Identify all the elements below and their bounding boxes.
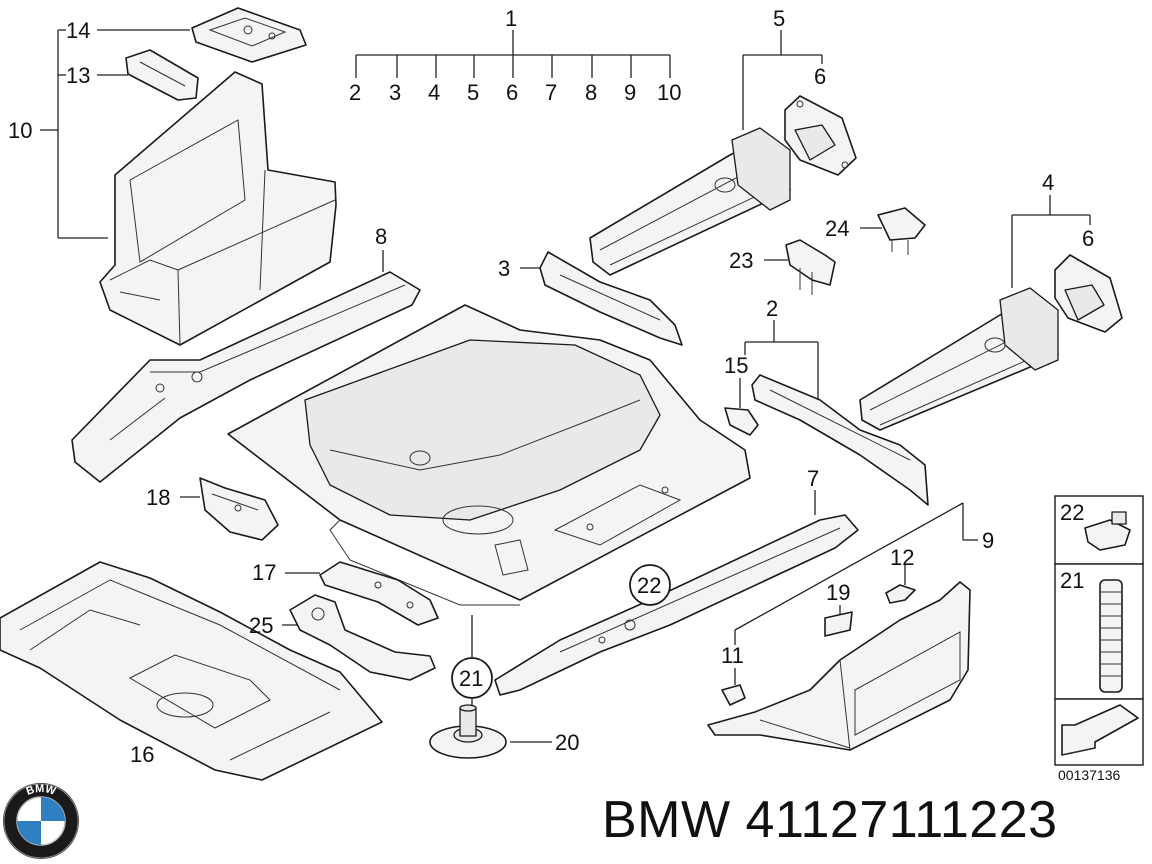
circle-callout-21 (451, 657, 493, 699)
callout-10: 10 (657, 80, 681, 105)
callout-9-box: 9 (982, 528, 994, 553)
callout-17: 17 (252, 560, 276, 585)
callout-2-bracket: 2 (766, 296, 778, 321)
part-18-bracket (199, 477, 279, 541)
callout-12: 12 (890, 545, 914, 570)
part-number: BMW 41127111223 (602, 791, 1058, 849)
callout-18: 18 (146, 485, 170, 510)
part-7-rail (494, 514, 859, 696)
part-5-crossmember (589, 127, 791, 276)
part-1-floor-panel (227, 304, 751, 606)
callout-8-rail: 8 (375, 224, 387, 249)
callout-4-right: 4 (1042, 170, 1054, 195)
part-20-pad (429, 704, 507, 759)
reference-code: 00137136 (1058, 767, 1121, 783)
circle-callout-22 (629, 564, 671, 606)
callout-13: 13 (66, 63, 90, 88)
callout-23: 23 (729, 248, 753, 273)
part-17-bracket (319, 561, 439, 626)
part-15-bracket (724, 407, 759, 436)
part-25-panel (289, 594, 436, 681)
leader-lines (40, 29, 1091, 743)
callout-21-inset: 21 (1060, 568, 1084, 593)
callout-22-inset: 22 (1060, 500, 1084, 525)
callout-22-circle: 22 (637, 573, 661, 598)
callout-6: 6 (506, 80, 518, 105)
part-4-crossmember (859, 287, 1059, 431)
part-6b-plate (1054, 254, 1123, 333)
inset-panel (1054, 495, 1144, 766)
callout-10-left: 10 (8, 118, 32, 143)
callout-1: 1 (505, 6, 517, 31)
svg-text:BMW: BMW (25, 783, 58, 798)
callout-6-right: 6 (1082, 226, 1094, 251)
part-13-bracket (125, 49, 199, 101)
callout-8: 8 (585, 80, 597, 105)
callout-2: 2 (349, 80, 361, 105)
part-9-box (707, 581, 971, 751)
callout-4: 4 (428, 80, 440, 105)
callout-15: 15 (724, 353, 748, 378)
callout-3-bracket: 3 (498, 256, 510, 281)
part-8-rail (71, 271, 421, 483)
callout-7-rail: 7 (807, 466, 819, 491)
part-3-bracket (539, 251, 683, 346)
part-19-bracket (824, 611, 853, 637)
callout-6-top: 6 (814, 64, 826, 89)
callout-5: 5 (467, 80, 479, 105)
callout-14: 14 (66, 18, 90, 43)
part-12-bracket (885, 584, 916, 604)
part-6-plate (784, 95, 857, 176)
part-14-bracket (191, 7, 307, 63)
callout-3: 3 (389, 80, 401, 105)
callout-5-top: 5 (773, 6, 785, 31)
part-23-bracket (785, 239, 836, 295)
callout-16: 16 (130, 742, 154, 767)
callout-24: 24 (825, 216, 849, 241)
part-16-floor-panel (0, 561, 383, 781)
part-10-box (99, 71, 337, 346)
callout-21-circle: 21 (459, 666, 483, 691)
bmw-logo: BMW (3, 783, 79, 859)
callout-20: 20 (555, 730, 579, 755)
callout-7: 7 (545, 80, 557, 105)
direction-arrow-icon (1061, 704, 1139, 756)
callout-labels: 1 2 3 4 5 6 7 8 9 10 5 6 14 13 10 8 3 24… (8, 6, 1094, 767)
callout-11: 11 (721, 643, 744, 668)
callout-9: 9 (624, 80, 636, 105)
callout-25: 25 (249, 613, 273, 638)
part-2-rail-bracket (751, 374, 929, 506)
callout-19: 19 (826, 580, 850, 605)
part-11-clip (721, 684, 746, 706)
part-24-bracket (877, 207, 926, 255)
